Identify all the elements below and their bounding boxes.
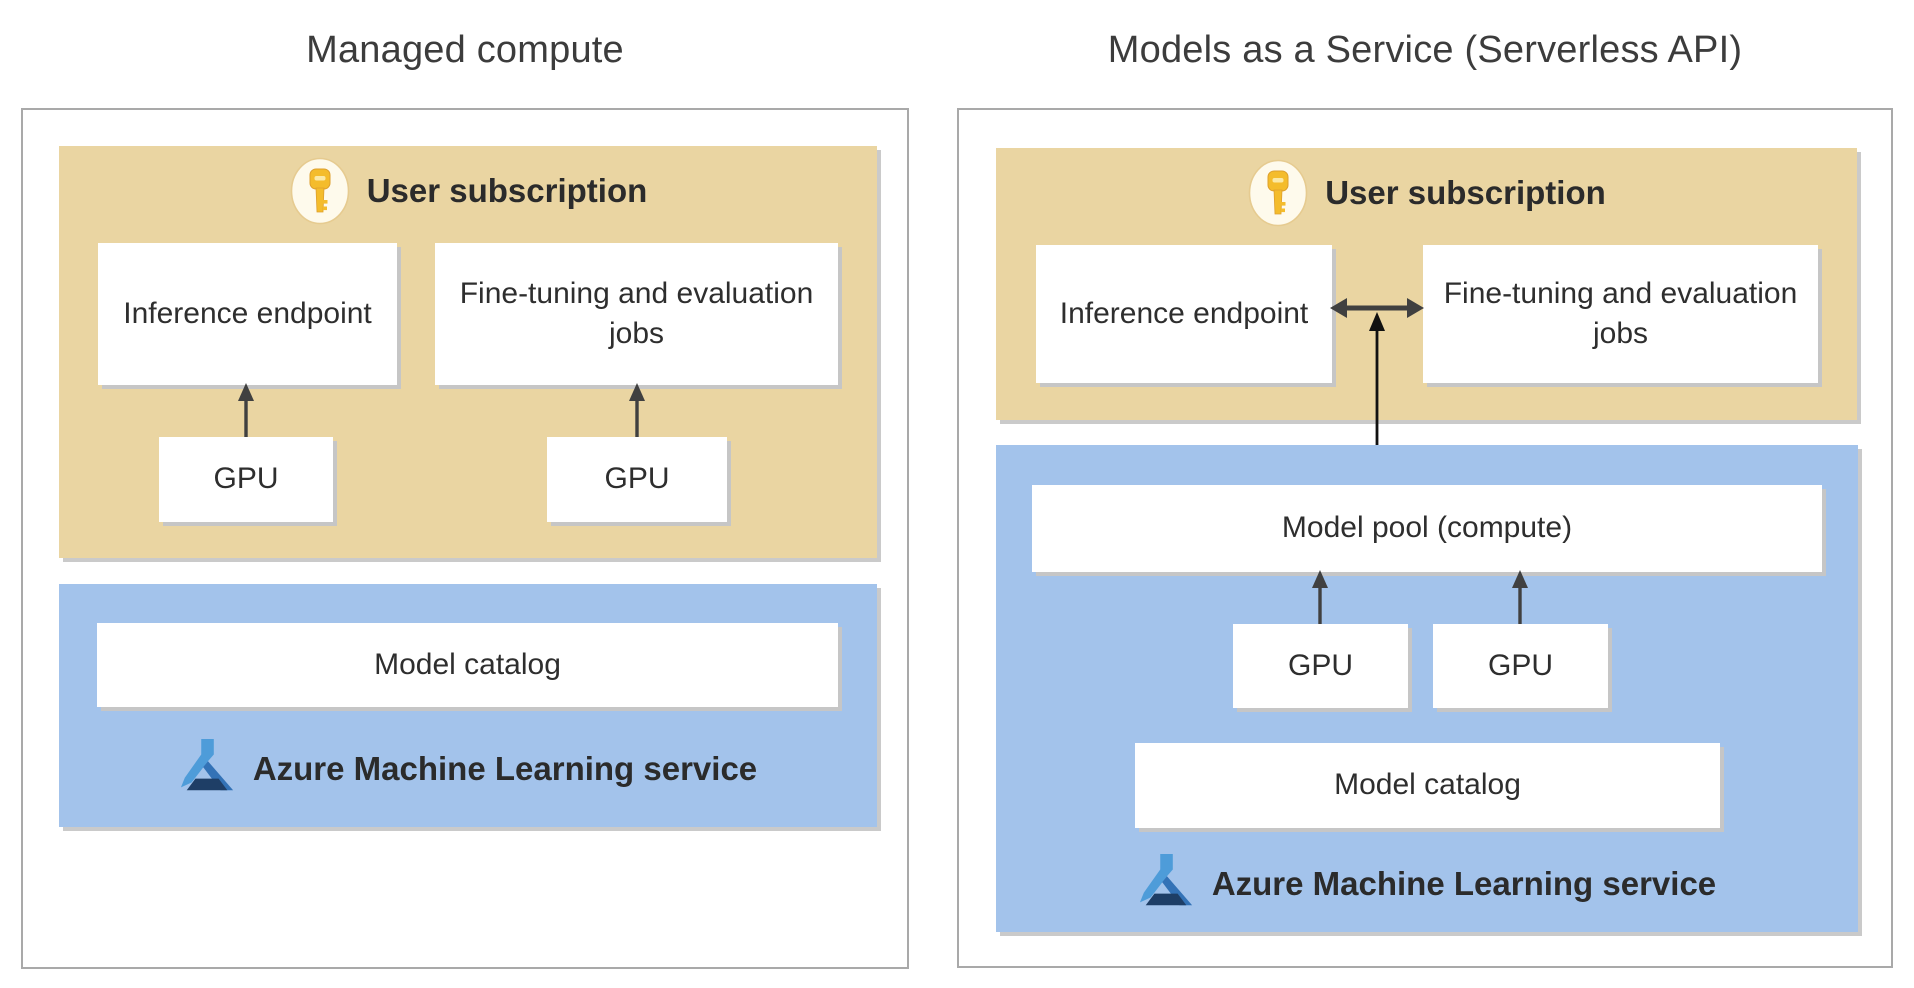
- azure-ml-service-badge-left: Azure Machine Learning service: [59, 732, 877, 806]
- user-subscription-badge-right: User subscription: [996, 158, 1857, 228]
- key-icon: [1248, 159, 1308, 227]
- arrow-gpu1-to-pool: [1312, 570, 1328, 626]
- arrow-gpu-to-inference-left: [238, 383, 254, 439]
- azure-ml-service-badge-right: Azure Machine Learning service: [996, 848, 1858, 920]
- model-catalog-box-left: Model catalog: [97, 623, 838, 707]
- gpu-label: GPU: [1487, 648, 1553, 682]
- inference-endpoint-box: Inference endpoint: [98, 243, 397, 385]
- model-catalog-box-right: Model catalog: [1135, 743, 1720, 828]
- user-subscription-badge-left: User subscription: [59, 156, 877, 226]
- arrow-gpu-to-finetuning-left: [629, 383, 645, 439]
- gpu-label: GPU: [1287, 648, 1353, 682]
- model-catalog-label: Model catalog: [374, 647, 561, 681]
- model-pool-box: Model pool (compute): [1032, 485, 1822, 572]
- gpu-box-right-1: GPU: [1233, 624, 1408, 708]
- managed-compute-title: Managed compute: [306, 29, 624, 71]
- arrow-gpu2-to-pool: [1512, 570, 1528, 626]
- key-icon: [290, 157, 350, 225]
- gpu-box-right-2: GPU: [1433, 624, 1608, 708]
- azure-ml-icon: [1139, 854, 1192, 906]
- gpu-label: GPU: [213, 462, 279, 496]
- finetuning-jobs-label: Fine-tuning and evaluation jobs: [1443, 276, 1798, 351]
- model-catalog-label: Model catalog: [1334, 768, 1521, 802]
- finetuning-jobs-box-right: Fine-tuning and evaluation jobs: [1423, 245, 1818, 383]
- azure-ml-icon: [180, 739, 233, 791]
- finetuning-jobs-label: Fine-tuning and evaluation jobs: [459, 276, 814, 351]
- azure-ml-service-label: Azure Machine Learning service: [252, 750, 758, 787]
- user-subscription-label: User subscription: [366, 172, 648, 209]
- gpu-box-left-2: GPU: [547, 437, 727, 522]
- model-pool-label: Model pool (compute): [1281, 511, 1573, 545]
- inference-endpoint-box-right: Inference endpoint: [1036, 245, 1332, 383]
- double-arrow-inference-finetuning: [1330, 298, 1424, 318]
- gpu-label: GPU: [604, 462, 670, 496]
- gpu-box-left-1: GPU: [159, 437, 333, 522]
- user-subscription-label: User subscription: [1325, 174, 1606, 211]
- connector-pool-to-arrow: [1369, 312, 1385, 486]
- maas-title: Models as a Service (Serverless API): [1107, 29, 1743, 71]
- inference-endpoint-label: Inference endpoint: [123, 296, 372, 330]
- inference-endpoint-label: Inference endpoint: [1059, 296, 1309, 330]
- finetuning-jobs-box: Fine-tuning and evaluation jobs: [435, 243, 838, 385]
- azure-ml-service-label: Azure Machine Learning service: [1211, 865, 1717, 902]
